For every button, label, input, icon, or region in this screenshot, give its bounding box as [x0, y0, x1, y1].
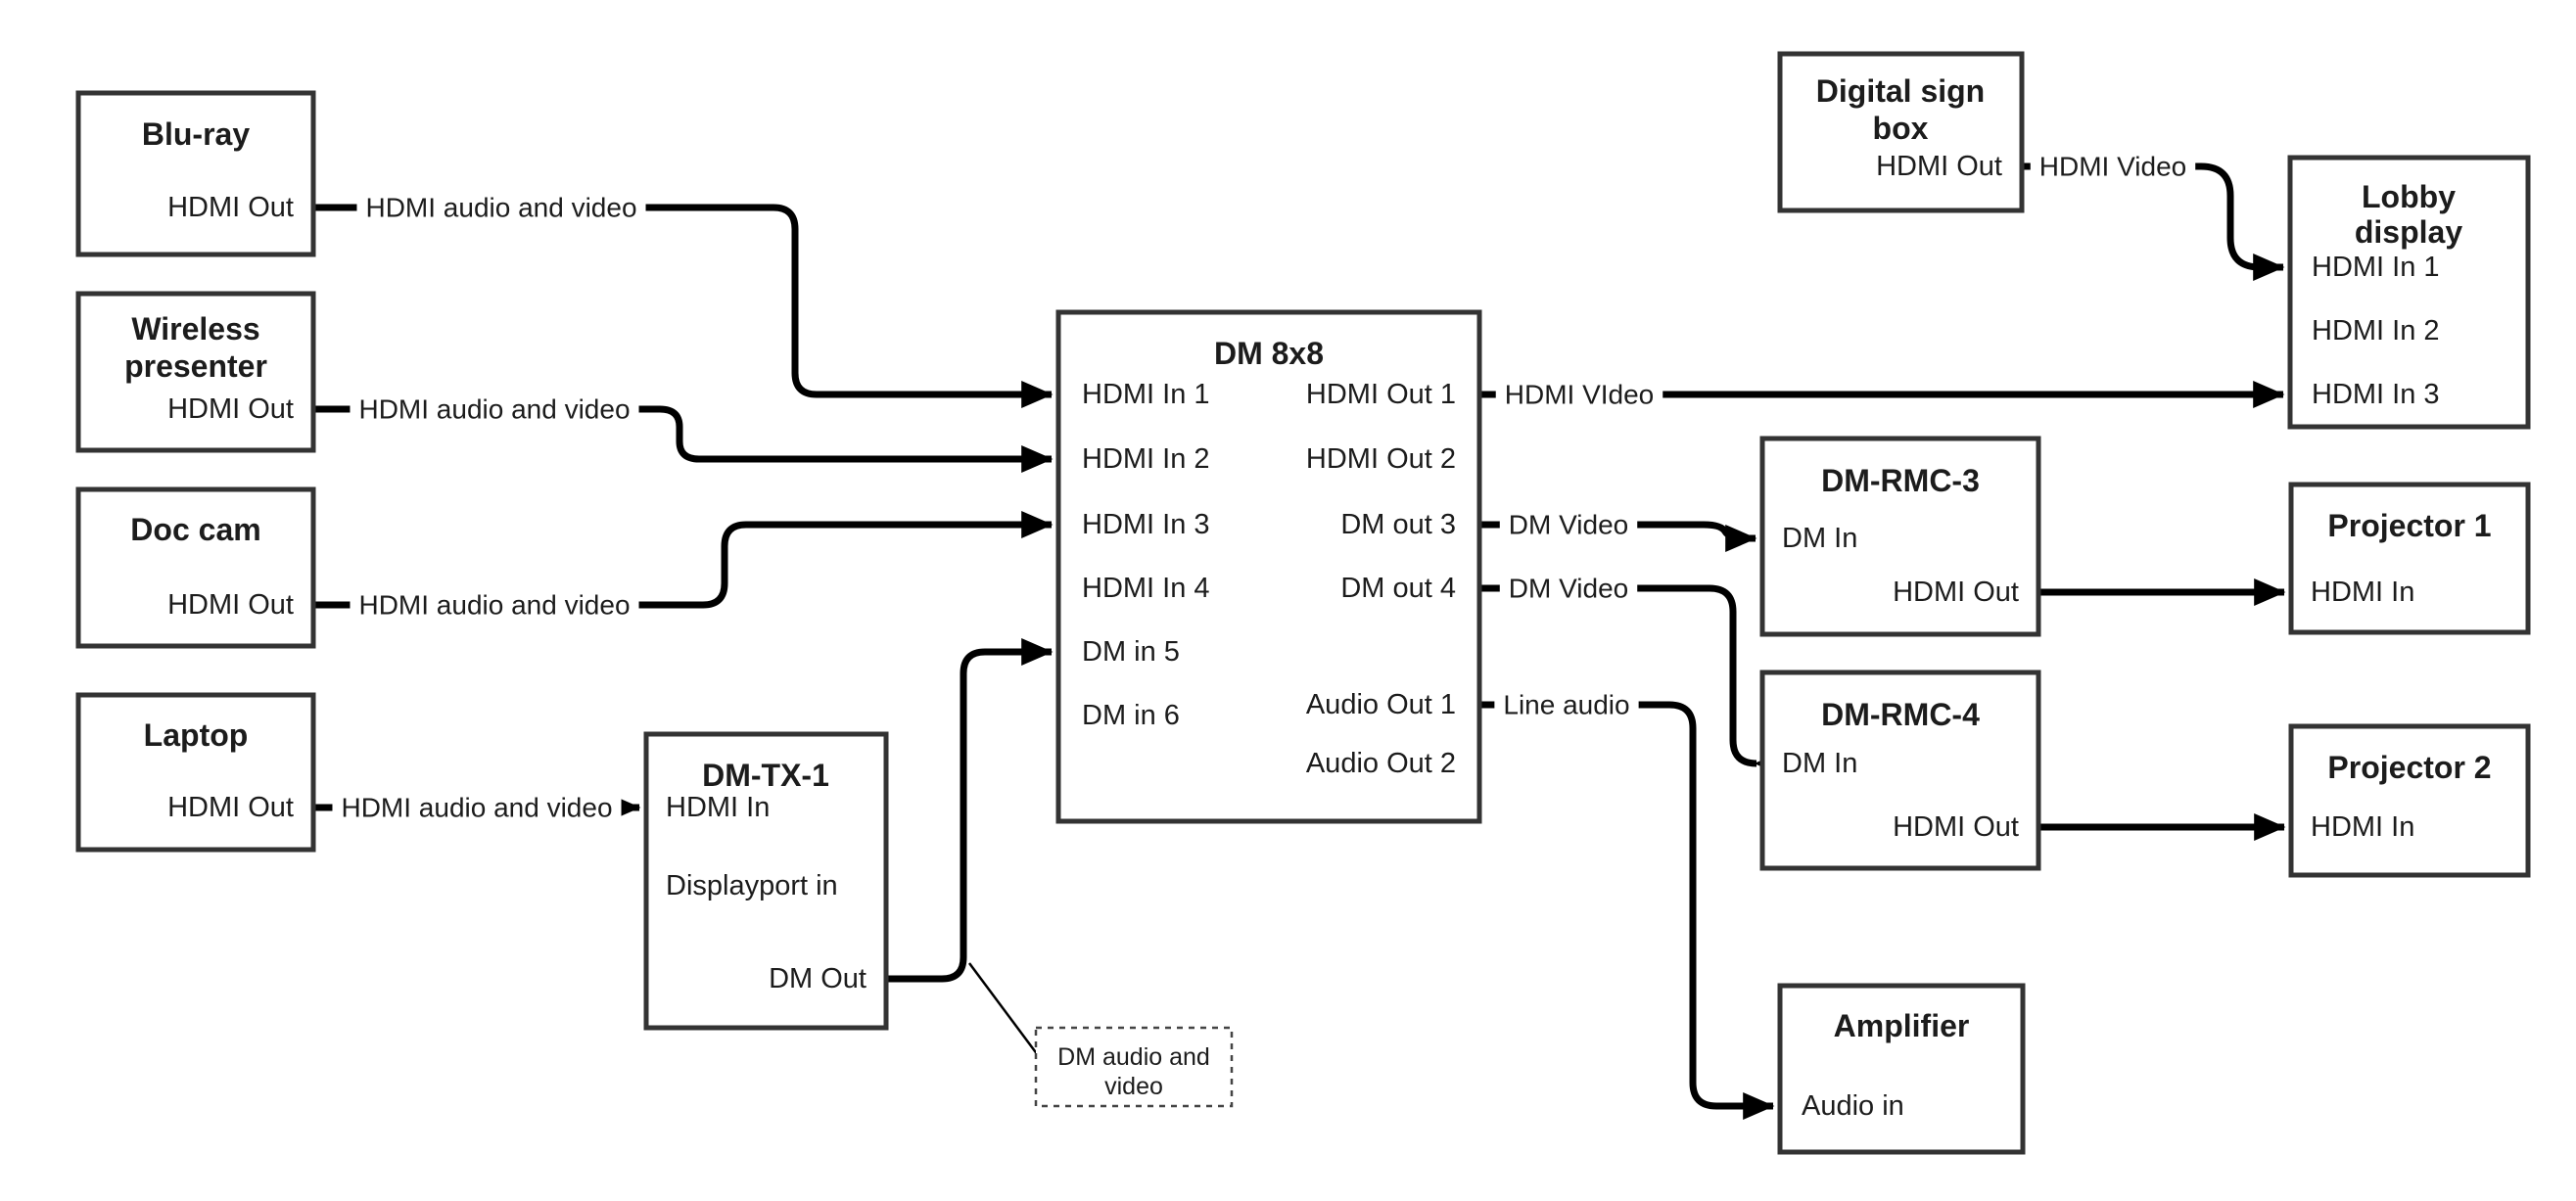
dmrmc3-port-dm-in: DM In — [1782, 523, 1857, 554]
dm8x8-port-dm-in-6: DM in 6 — [1082, 700, 1180, 731]
wire-label-dm-video-out4: DM Video — [1509, 574, 1628, 604]
bluray-box — [75, 90, 316, 257]
node-bluray: Blu-ray HDMI Out — [75, 90, 316, 257]
dmtx1-port-hdmi-in: HDMI In — [666, 792, 770, 823]
dm8x8-port-hdmi-in-1: HDMI In 1 — [1082, 379, 1210, 410]
node-dm8x8: DM 8x8 HDMI In 1 HDMI In 2 HDMI In 3 HDM… — [1055, 309, 1482, 824]
wire-label-doccam: HDMI audio and video — [358, 590, 630, 621]
note-leader-line — [967, 962, 1040, 1056]
dmtx1-box — [643, 731, 889, 1031]
wire-dm8x8-out3-to-dmrmc3 — [1479, 521, 1757, 552]
wire-label-bluray: HDMI audio and video — [365, 193, 636, 223]
node-lobby-display: Lobby display HDMI In 1 HDMI In 2 HDMI I… — [2287, 155, 2531, 430]
laptop-title: Laptop — [144, 717, 249, 753]
wire-dm8x8-audio1-to-amplifier — [1479, 701, 1775, 1120]
node-projector1: Projector 1 HDMI In — [2288, 482, 2531, 635]
laptop-port-hdmi-out: HDMI Out — [167, 792, 294, 823]
wire-label-wireless: HDMI audio and video — [358, 394, 630, 425]
dmrmc4-box — [1759, 670, 2041, 871]
bluray-title: Blu-ray — [142, 116, 250, 152]
projector2-box — [2288, 723, 2531, 878]
dm8x8-port-dm-out-3: DM out 3 — [1340, 509, 1456, 540]
doccam-title: Doc cam — [130, 512, 260, 547]
doccam-port-hdmi-out: HDMI Out — [167, 589, 294, 621]
projector2-title: Projector 2 — [2327, 750, 2491, 785]
dmrmc4-port-hdmi-out: HDMI Out — [1893, 811, 2019, 843]
amplifier-box — [1777, 983, 2026, 1155]
node-dmrmc4: DM-RMC-4 DM In HDMI Out — [1759, 670, 2041, 871]
note-dm-audio-video: DM audio and video — [1034, 1026, 1234, 1108]
dm8x8-box — [1055, 309, 1482, 824]
projector1-title: Projector 1 — [2327, 508, 2491, 543]
note-box — [1034, 1026, 1234, 1108]
dmtx1-title: DM-TX-1 — [702, 758, 829, 793]
lobby-box — [2287, 155, 2531, 430]
wire-wireless-to-dm8x8-in2 — [313, 405, 1054, 473]
node-dmtx1: DM-TX-1 HDMI In Displayport in DM Out — [643, 731, 889, 1031]
dm8x8-port-hdmi-in-4: HDMI In 4 — [1082, 573, 1210, 604]
bluray-port-hdmi-out: HDMI Out — [167, 192, 294, 223]
projector1-port-hdmi-in: HDMI In — [2311, 577, 2414, 608]
node-projector2: Projector 2 HDMI In — [2288, 723, 2531, 878]
dm8x8-port-hdmi-in-3: HDMI In 3 — [1082, 509, 1210, 540]
wire-label-dm-video-out3: DM Video — [1509, 510, 1628, 540]
note-text-line1: DM audio and — [1057, 1043, 1210, 1071]
digitalsign-box — [1777, 51, 2025, 213]
dmrmc3-box — [1759, 436, 2041, 637]
laptop-box — [75, 692, 316, 853]
digitalsign-title-line2: box — [1873, 111, 1929, 146]
dm8x8-port-hdmi-out-2: HDMI Out 2 — [1306, 443, 1456, 475]
digitalsign-port-hdmi-out: HDMI Out — [1876, 151, 2002, 182]
dmrmc3-title: DM-RMC-3 — [1821, 463, 1980, 498]
doccam-box — [75, 486, 316, 649]
node-wireless-presenter: Wireless presenter HDMI Out — [75, 291, 316, 453]
dm8x8-port-hdmi-in-2: HDMI In 2 — [1082, 443, 1210, 475]
wire-dmtx1-to-dm8x8-in5 — [886, 638, 1054, 983]
dmrmc4-port-dm-in: DM In — [1782, 748, 1857, 779]
dmrmc3-port-hdmi-out: HDMI Out — [1893, 577, 2019, 608]
node-amplifier: Amplifier Audio in — [1777, 983, 2026, 1155]
projector2-port-hdmi-in: HDMI In — [2311, 811, 2414, 843]
wireless-title-line1: Wireless — [131, 311, 259, 346]
dm8x8-title: DM 8x8 — [1214, 336, 1324, 371]
wire-digitalsign-to-lobby-in1 — [2022, 162, 2285, 281]
node-laptop: Laptop HDMI Out — [75, 692, 316, 853]
dmtx1-port-displayport-in: Displayport in — [666, 870, 838, 901]
wire-dm8x8-out4-to-dmrmc4 — [1479, 584, 1786, 777]
note-text-line2: video — [1104, 1073, 1163, 1100]
lobby-port-hdmi-in-2: HDMI In 2 — [2312, 315, 2440, 346]
node-dmrmc3: DM-RMC-3 DM In HDMI Out — [1759, 436, 2041, 637]
wire-bluray-to-dm8x8-in1 — [313, 204, 1054, 408]
wireless-port-hdmi-out: HDMI Out — [167, 393, 294, 425]
digitalsign-title-line1: Digital sign — [1816, 73, 1985, 109]
projector1-box — [2288, 482, 2531, 635]
amplifier-port-audio-in: Audio in — [1802, 1090, 1904, 1122]
dm8x8-port-audio-out-2: Audio Out 2 — [1306, 748, 1456, 779]
dmtx1-port-dm-out: DM Out — [769, 963, 866, 994]
wire-labels: HDMI audio and video HDMI audio and vide… — [332, 149, 2196, 825]
wire-label-line-audio: Line audio — [1503, 690, 1629, 720]
wire-label-laptop: HDMI audio and video — [341, 793, 612, 823]
dm8x8-port-dm-out-4: DM out 4 — [1340, 573, 1456, 604]
dm8x8-port-dm-in-5: DM in 5 — [1082, 636, 1180, 668]
wire-label-hdmi-video-out1: HDMI VIdeo — [1505, 380, 1655, 410]
wireless-title-line2: presenter — [124, 348, 267, 384]
wire-label-hdmi-video-sign: HDMI Video — [2039, 152, 2186, 182]
dm8x8-port-audio-out-1: Audio Out 1 — [1306, 689, 1456, 720]
node-digitalsign: Digital sign box HDMI Out — [1777, 51, 2025, 213]
dm8x8-port-hdmi-out-1: HDMI Out 1 — [1306, 379, 1456, 410]
dmrmc4-title: DM-RMC-4 — [1821, 697, 1980, 732]
amplifier-title: Amplifier — [1834, 1008, 1970, 1043]
wireless-box — [75, 291, 316, 453]
lobby-port-hdmi-in-3: HDMI In 3 — [2312, 379, 2440, 410]
node-doccam: Doc cam HDMI Out — [75, 486, 316, 649]
lobby-title-line1: Lobby — [2362, 179, 2456, 214]
lobby-title-line2: display — [2355, 214, 2462, 250]
lobby-port-hdmi-in-1: HDMI In 1 — [2312, 252, 2440, 283]
wire-doccam-to-dm8x8-in3 — [313, 511, 1054, 609]
